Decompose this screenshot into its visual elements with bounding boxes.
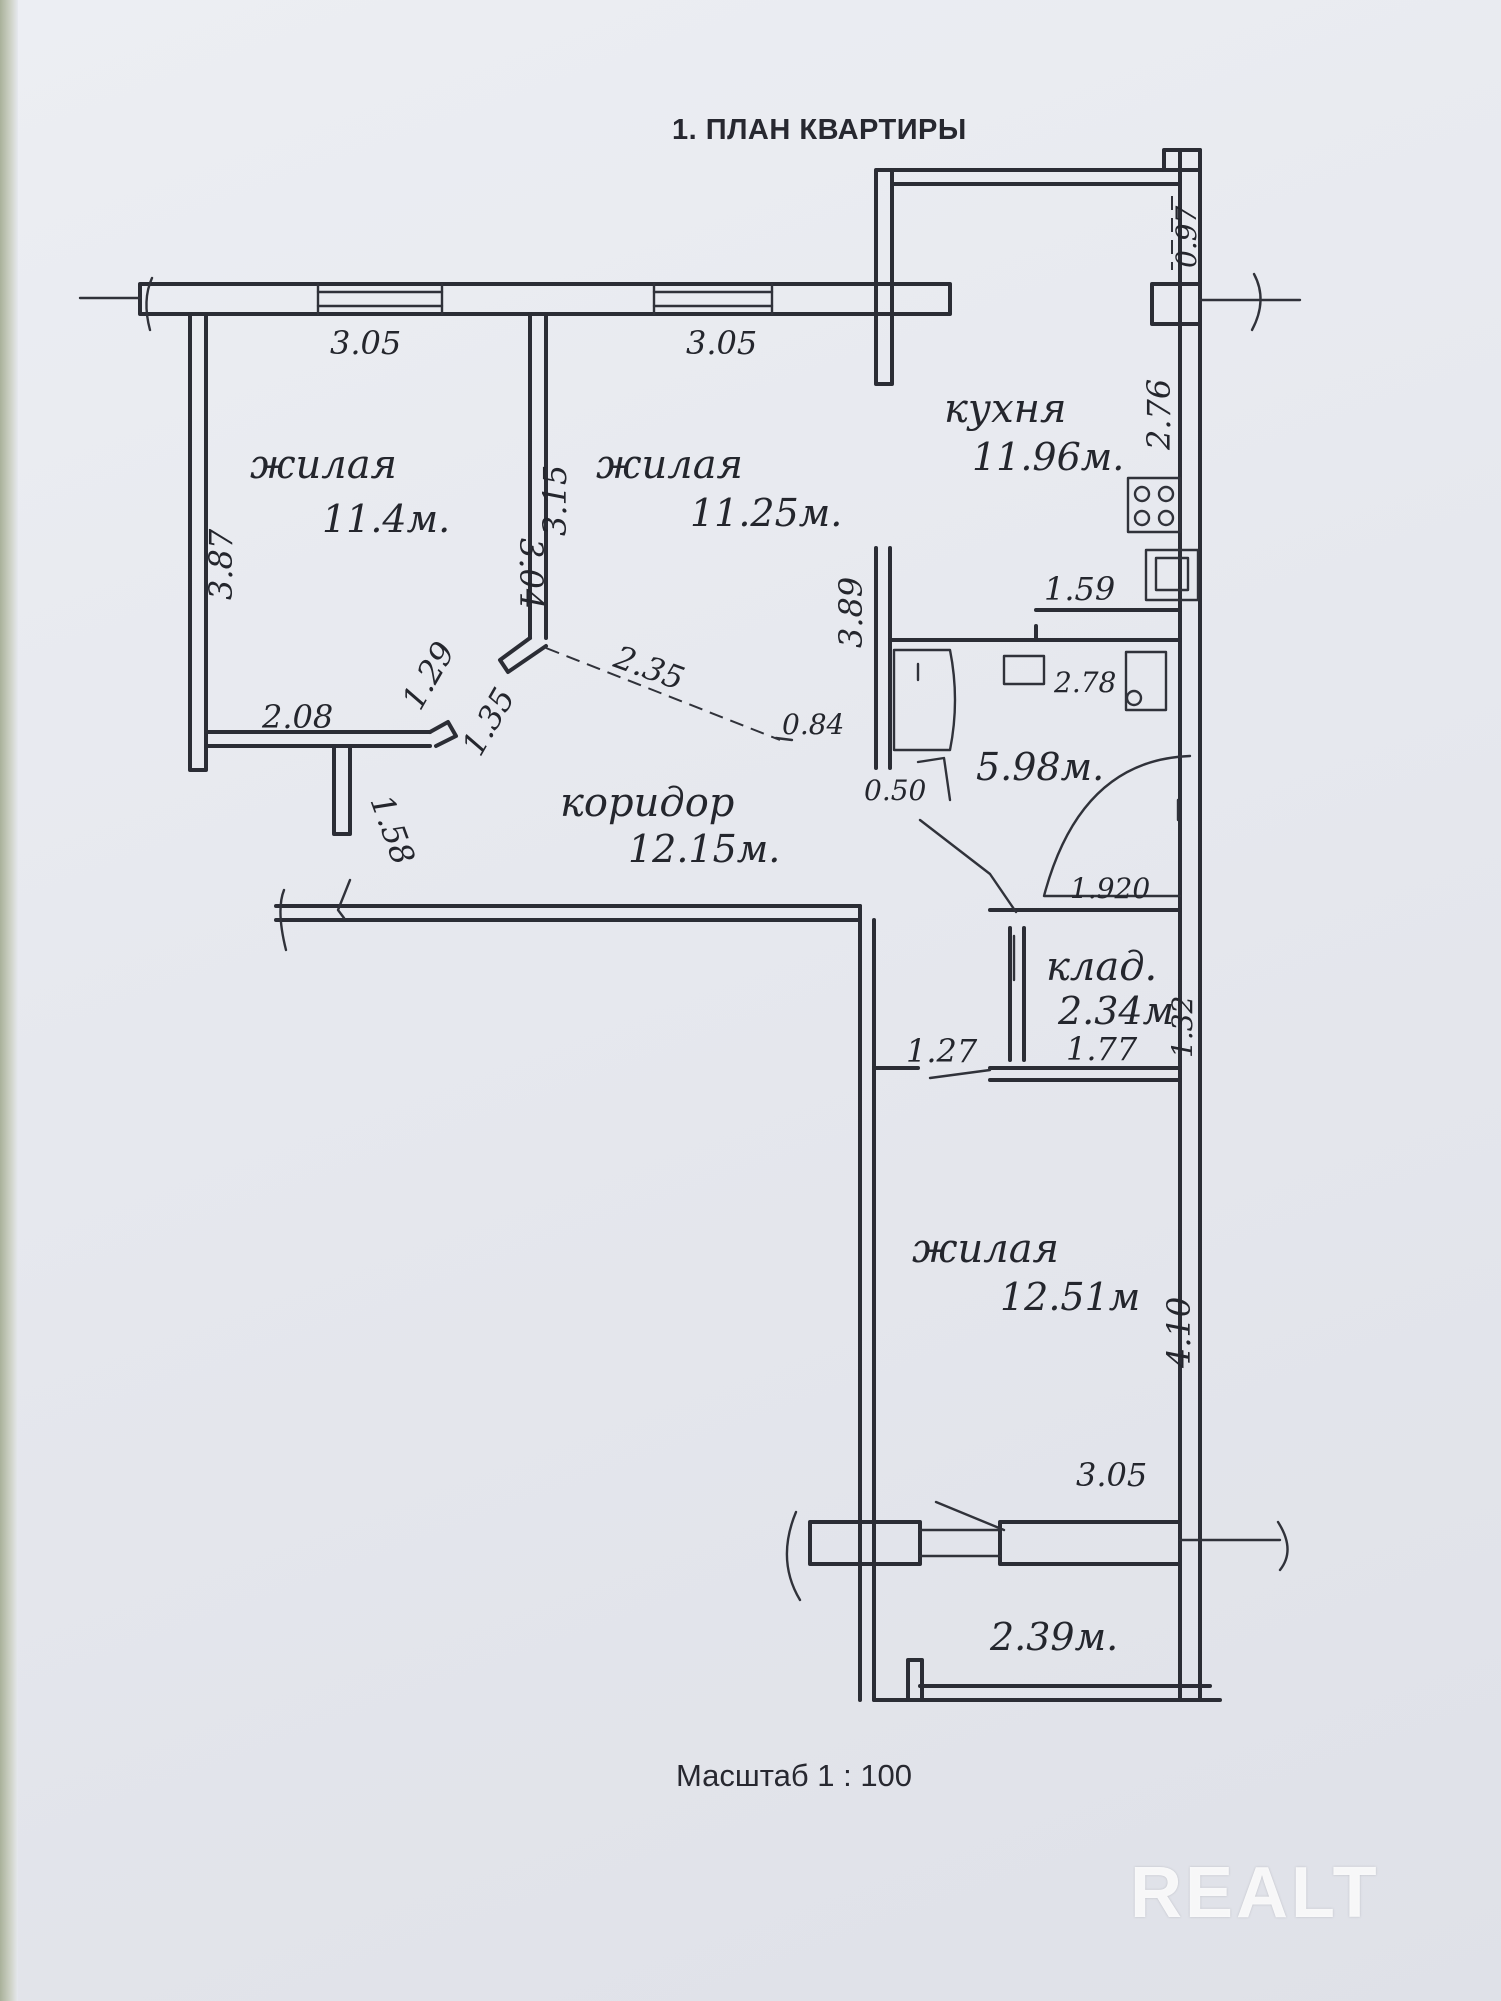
dim-bath-width: 1.59 xyxy=(1044,570,1115,608)
dim-storage-b: 1.77 xyxy=(1066,1030,1138,1068)
dim-door-a: 0.84 xyxy=(782,708,844,741)
dim-left-door: 1.58 xyxy=(362,790,422,870)
living3-area: 12.51м xyxy=(1000,1275,1140,1319)
bath-walls xyxy=(874,546,1192,914)
storage-label: клад. xyxy=(1046,944,1157,990)
dim-top-mid: 3.05 xyxy=(686,324,757,362)
dim-door-b: 0.50 xyxy=(864,774,926,807)
dim-top-left: 3.05 xyxy=(330,324,401,362)
living3-walls xyxy=(785,1500,1289,1702)
bathroom-area: 5.98м. xyxy=(976,745,1104,789)
top-wall xyxy=(78,276,952,332)
corridor-label: коридор xyxy=(560,780,734,826)
plan-title: 1. ПЛАН КВАРТИРЫ xyxy=(672,114,967,146)
living2-label: жилая xyxy=(596,442,743,488)
dim-niche: 0.97 xyxy=(1170,205,1203,268)
dim-wall-height: 3.89 xyxy=(832,577,870,648)
dim-bath-height: 2.78 xyxy=(1053,666,1116,699)
dim-storage-a: 1.27 xyxy=(906,1032,978,1070)
living1-walls xyxy=(188,312,548,772)
living3-label: жилая xyxy=(912,1226,1059,1272)
photo-edge-background xyxy=(0,0,18,2001)
dim-room3-height: 4.10 xyxy=(1160,1297,1198,1369)
kitchen-area: 11.96м. xyxy=(972,435,1124,479)
storage-area: 2.34м xyxy=(1057,989,1174,1033)
corridor-walls xyxy=(274,744,1182,1702)
corridor-area: 12.15м. xyxy=(628,827,780,871)
scale-note: Масштаб 1 : 100 xyxy=(676,1758,913,1793)
dim-corridor-width: 2.08 xyxy=(261,698,333,736)
dim-kitchen-height: 2.76 xyxy=(1140,379,1178,451)
living1-label: жилая xyxy=(250,442,397,488)
dim-room3-width: 3.05 xyxy=(1076,1456,1147,1494)
living1-area: 11.4м. xyxy=(322,497,450,541)
dim-mid-a: 3.04 xyxy=(512,538,550,609)
door-stubs xyxy=(545,647,794,742)
dim-diag-a: 1.29 xyxy=(394,635,463,716)
dim-bath-diag: 1.920 xyxy=(1070,872,1150,905)
dim-storage-c: 1.32 xyxy=(1166,996,1199,1058)
dim-left-height: 3.87 xyxy=(202,528,240,600)
balcony-area: 2.39м. xyxy=(989,1615,1118,1659)
dim-mid-b: 3.15 xyxy=(536,465,574,536)
dim-corridor-b: 1.35 xyxy=(454,681,523,762)
watermark-logo: REALT xyxy=(1130,1853,1380,1933)
room-labels: жилая 11.4м. жилая 11.25м. кухня 11.96м.… xyxy=(250,386,1174,1659)
kitchen-label: кухня xyxy=(944,386,1066,432)
living2-area: 11.25м. xyxy=(690,491,842,535)
